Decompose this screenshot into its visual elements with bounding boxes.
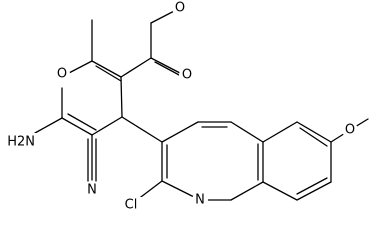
atom-nitrile-nitrogen: N xyxy=(87,183,97,198)
atom-amine-nitrogen: H2N xyxy=(7,135,35,150)
atom-ester-oxygen-double: O xyxy=(182,68,192,83)
chemical-structure-diagram: O H2N O O N Cl N O xyxy=(2,0,369,213)
atom-quinoline-nitrogen: N xyxy=(195,193,205,208)
atom-ester-oxygen-single: O xyxy=(175,1,185,16)
atom-methoxy-oxygen: O xyxy=(345,123,355,138)
atom-chlorine: Cl xyxy=(125,198,138,213)
atom-labels: O H2N O O N Cl N O xyxy=(2,0,358,213)
bond-lines xyxy=(34,7,369,204)
atom-ring-oxygen: O xyxy=(57,67,67,82)
